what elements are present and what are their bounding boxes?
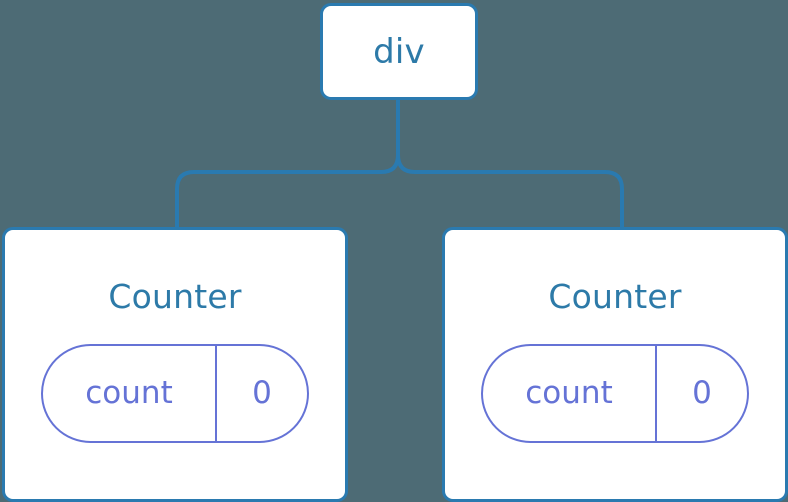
node-counter-right-label: Counter (548, 277, 682, 316)
node-div[interactable]: div (320, 3, 478, 100)
node-counter-right[interactable]: Counter count 0 (442, 227, 788, 502)
state-key-right: count (483, 346, 657, 441)
state-value-right: 0 (692, 375, 712, 411)
node-counter-left[interactable]: Counter count 0 (2, 227, 348, 502)
node-counter-left-label: Counter (108, 277, 242, 316)
node-div-label: div (373, 31, 425, 72)
connector-branch-left (175, 100, 400, 230)
state-pill-right[interactable]: count 0 (481, 344, 749, 443)
connector-branch-right (396, 100, 624, 230)
state-pill-left[interactable]: count 0 (41, 344, 309, 443)
state-key-left: count (43, 346, 217, 441)
state-value-left: 0 (252, 375, 272, 411)
